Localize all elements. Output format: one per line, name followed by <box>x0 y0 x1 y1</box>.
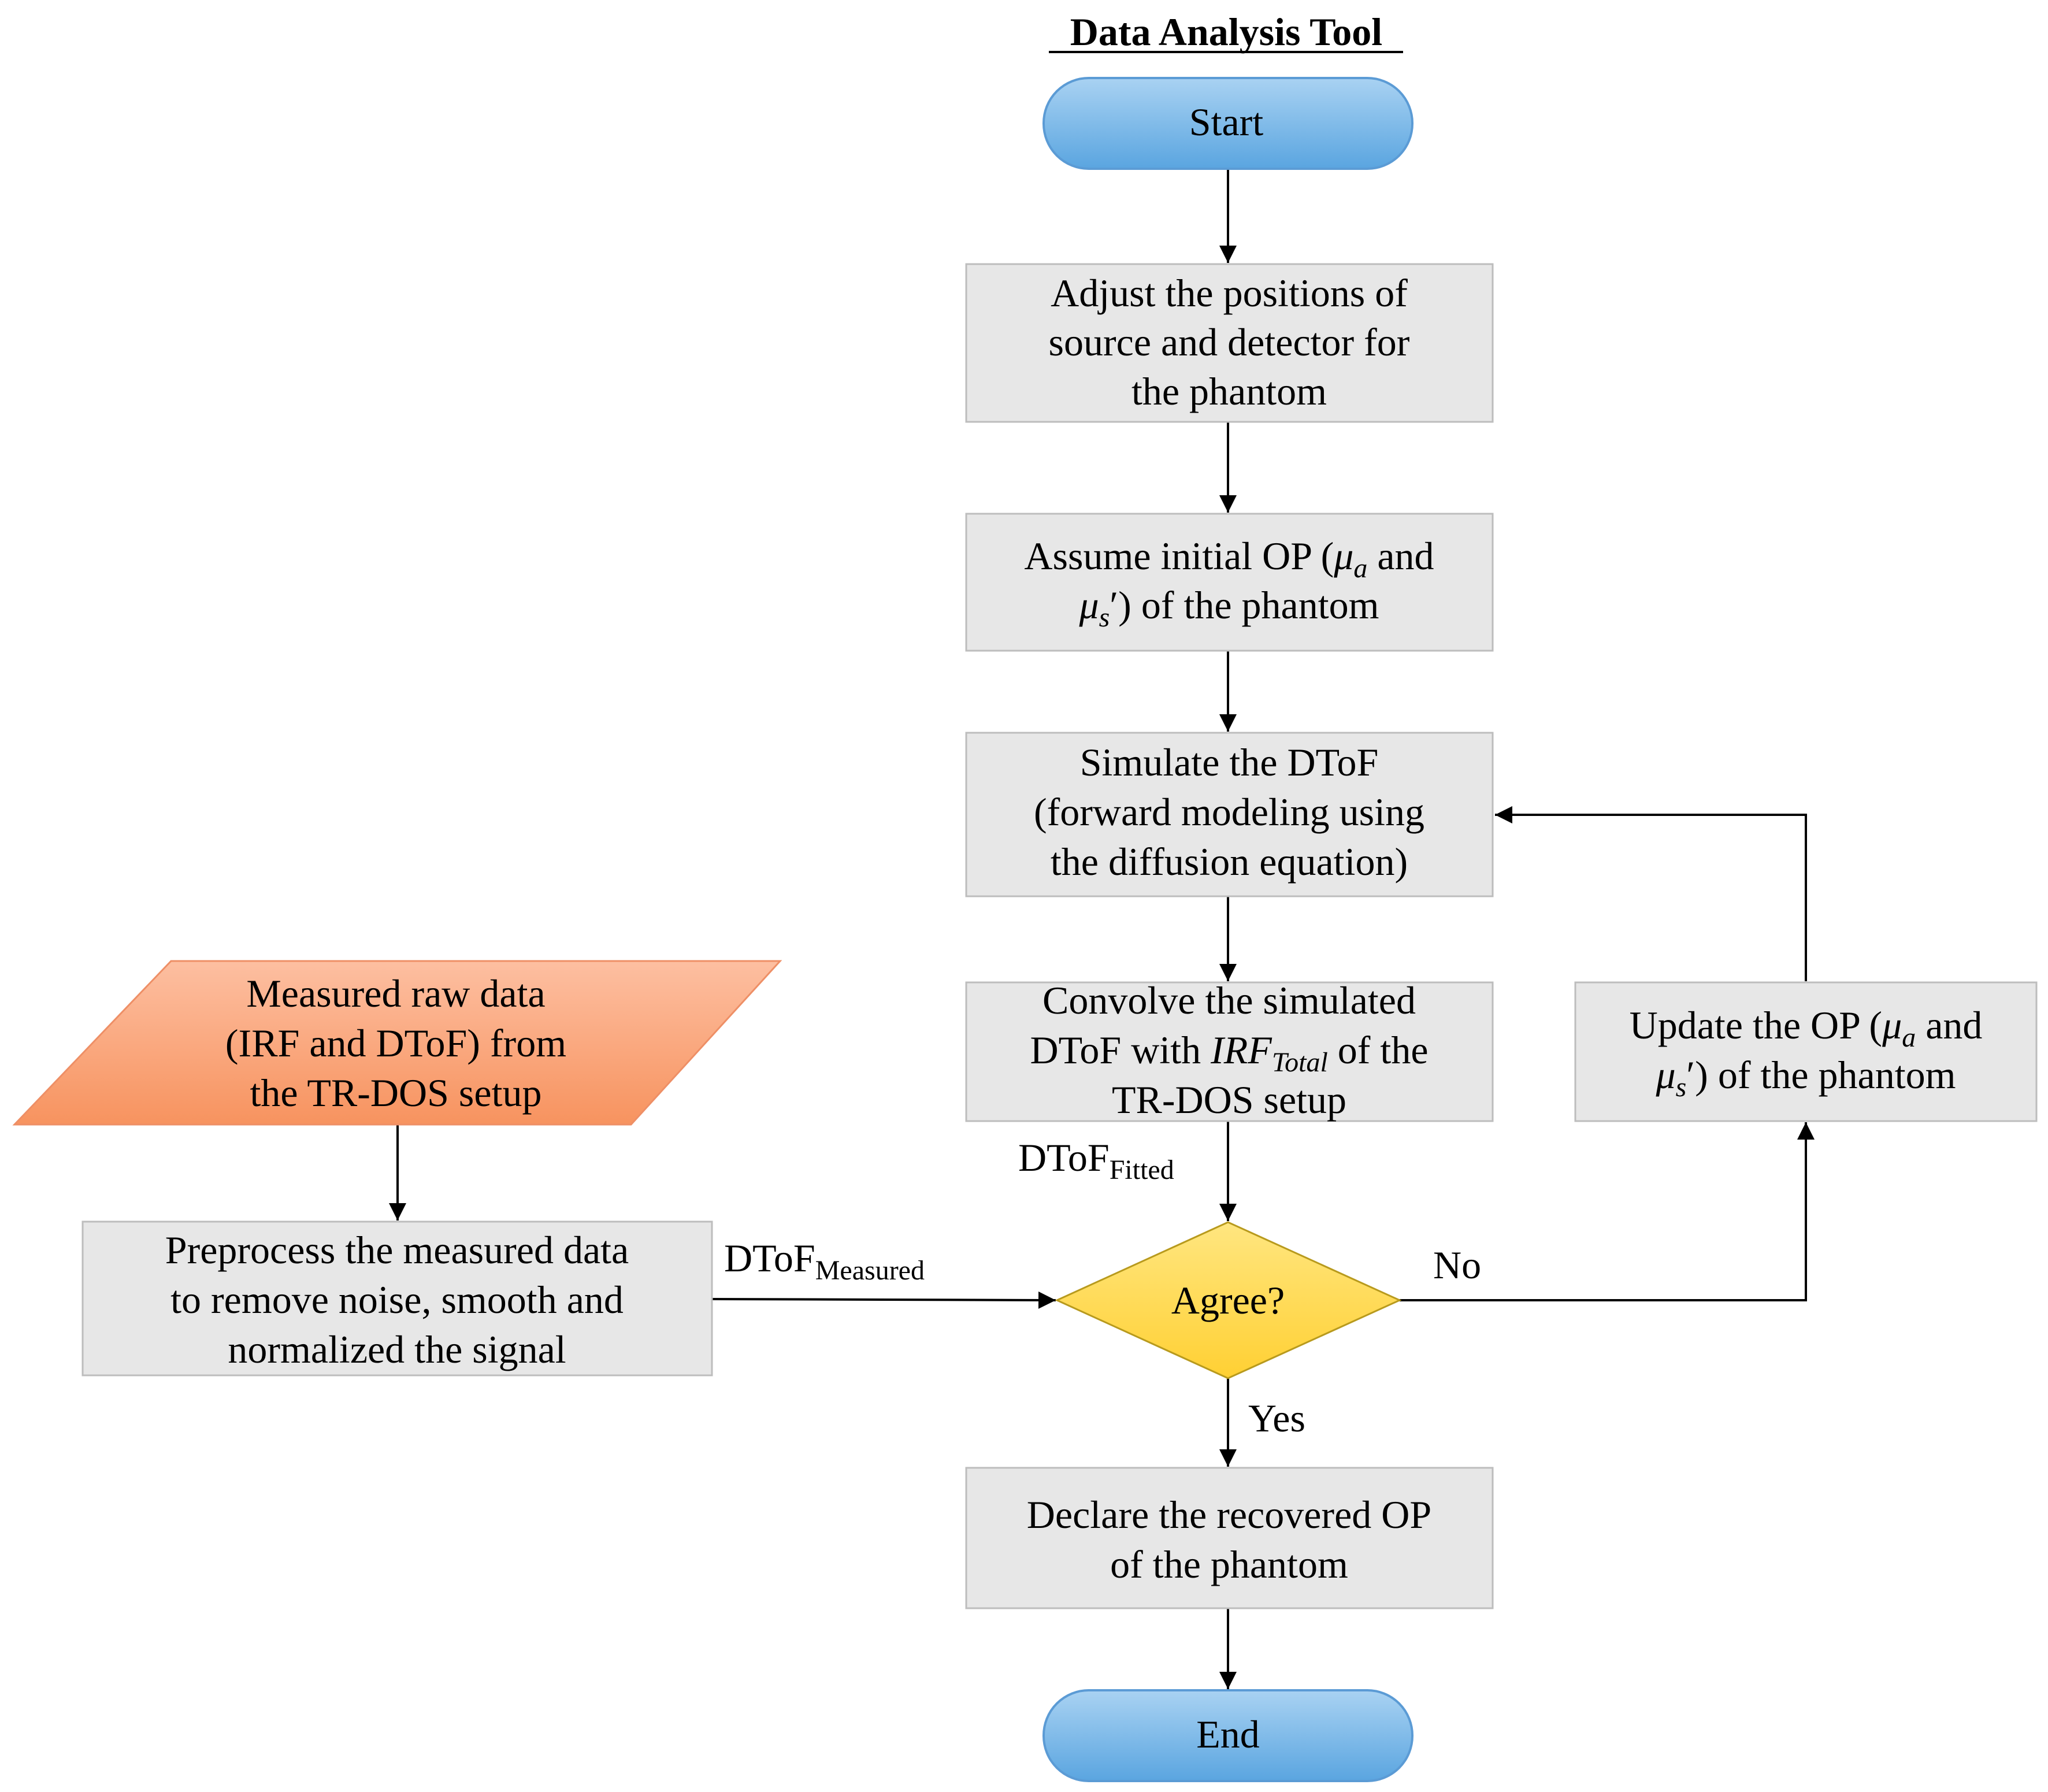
update-op-box: Update the OP (μa and μs′) of the phanto… <box>1574 981 2038 1122</box>
start-label: Start <box>1189 100 1264 144</box>
simulate-line-1: Simulate the DToF <box>1080 740 1379 784</box>
connectors <box>389 169 1815 1689</box>
diagram-title: Data Analysis Tool <box>1070 10 1382 54</box>
edge-update-simulate <box>1495 806 1807 981</box>
agree-decision: Agree? <box>1055 1221 1402 1379</box>
measured-raw-data-input: Measured raw data (IRF and DToF) from th… <box>12 960 782 1126</box>
simulate-dtof-box: Simulate the DToF (forward modeling usin… <box>965 732 1494 897</box>
update-line-1: Update the OP (μa and <box>1630 1003 1983 1053</box>
edge-label-yes: Yes <box>1248 1396 1305 1440</box>
preprocess-line-3: normalized the signal <box>228 1327 566 1371</box>
assume-line-1: Assume initial OP (μa and <box>1024 534 1434 584</box>
edge-preprocess-decision <box>711 1291 1056 1309</box>
edge-decision-update-no <box>1400 1122 1815 1301</box>
measured-line-2: (IRF and DToF) from <box>225 1021 566 1065</box>
measured-line-1: Measured raw data <box>246 971 545 1015</box>
end-label: End <box>1196 1712 1260 1756</box>
edge-label-dtof-measured: DToFMeasured <box>724 1236 925 1286</box>
start-terminal: Start <box>1042 77 1413 170</box>
measured-line-3: the TR-DOS setup <box>250 1071 542 1115</box>
simulate-line-2: (forward modeling using <box>1034 790 1424 834</box>
preprocess-line-1: Preprocess the measured data <box>165 1228 629 1272</box>
edge-label-dtof-fitted: DToFFitted <box>1018 1136 1174 1185</box>
adjust-positions-box: Adjust the positions of source and detec… <box>965 263 1494 423</box>
preprocess-line-2: to remove noise, smooth and <box>170 1278 624 1322</box>
convolve-line-2: DToF with IRFTotal of the <box>1030 1028 1428 1078</box>
update-line-2: μs′) of the phantom <box>1655 1053 1956 1103</box>
end-terminal: End <box>1042 1689 1413 1782</box>
adjust-line-1: Adjust the positions of <box>1051 271 1408 315</box>
declare-line-2: of the phantom <box>1110 1542 1348 1586</box>
declare-line-1: Declare the recovered OP <box>1027 1493 1431 1537</box>
adjust-line-3: the phantom <box>1131 369 1327 413</box>
declare-op-box: Declare the recovered OP of the phantom <box>965 1467 1494 1609</box>
convolve-box: Convolve the simulated DToF with IRFTota… <box>965 978 1494 1122</box>
assume-op-box: Assume initial OP (μa and μs′) of the ph… <box>965 513 1494 652</box>
simulate-line-3: the diffusion equation) <box>1051 840 1408 884</box>
assume-line-2: μs′) of the phantom <box>1078 583 1379 633</box>
edge-label-no: No <box>1433 1243 1481 1287</box>
decision-label: Agree? <box>1171 1278 1285 1322</box>
adjust-line-2: source and detector for <box>1049 320 1410 364</box>
preprocess-box: Preprocess the measured data to remove n… <box>81 1220 713 1377</box>
convolve-line-3: TR-DOS setup <box>1112 1078 1346 1122</box>
convolve-line-1: Convolve the simulated <box>1042 978 1416 1022</box>
